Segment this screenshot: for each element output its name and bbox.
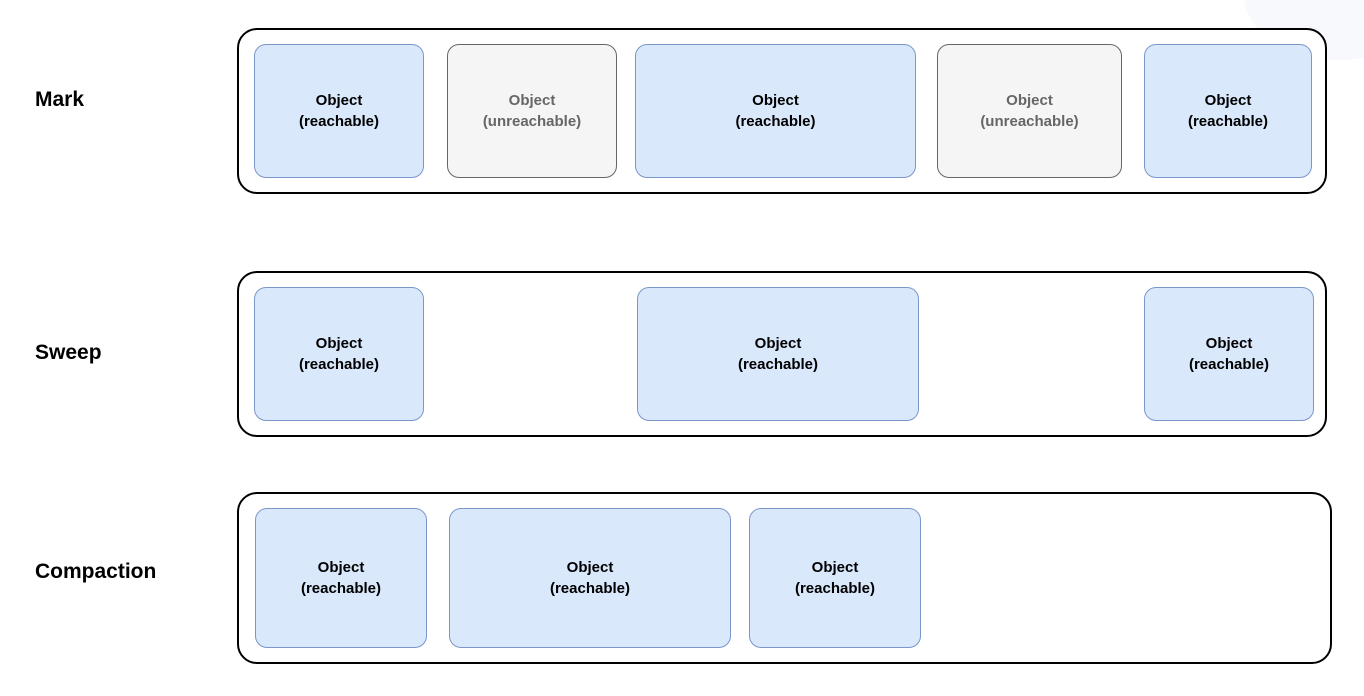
object-box-reachable: Object (reachable) (1144, 44, 1312, 178)
object-box-reachable: Object (reachable) (635, 44, 916, 178)
object-box-unreachable: Object (unreachable) (937, 44, 1122, 178)
heap-container-compaction: Object (reachable) Object (reachable) Ob… (237, 492, 1332, 664)
object-box-title: Object (315, 335, 363, 352)
object-box-state: (unreachable) (482, 113, 582, 130)
object-box-title: Object (1205, 335, 1253, 352)
object-box-title: Object (752, 92, 799, 109)
object-box-reachable: Object (reachable) (254, 44, 424, 178)
object-box-reachable: Object (reachable) (449, 508, 731, 648)
object-box-state: (reachable) (737, 356, 819, 373)
heap-container-sweep: Object (reachable) Object (reachable) Ob… (237, 271, 1327, 437)
object-box-title: Object (317, 559, 365, 576)
object-box-title: Object (566, 559, 614, 576)
phase-label-mark: Mark (35, 88, 85, 111)
object-box-title: Object (508, 92, 556, 109)
object-box-unreachable: Object (unreachable) (447, 44, 617, 178)
object-box-title: Object (1204, 92, 1252, 109)
object-box-state: (reachable) (300, 580, 382, 597)
object-box-state: (reachable) (735, 113, 816, 130)
object-box-state: (reachable) (1188, 356, 1270, 373)
object-box-state: (reachable) (1187, 113, 1269, 130)
object-box-state: (reachable) (794, 580, 876, 597)
object-box-title: Object (811, 559, 859, 576)
object-box-state: (reachable) (298, 113, 380, 130)
heap-container-mark: Object (reachable) Object (unreachable) … (237, 28, 1327, 194)
object-box-reachable: Object (reachable) (749, 508, 921, 648)
object-box-state: (reachable) (549, 580, 631, 597)
object-box-title: Object (1006, 92, 1053, 109)
object-box-state: (unreachable) (980, 113, 1079, 130)
object-box-title: Object (754, 335, 802, 352)
object-box-reachable: Object (reachable) (1144, 287, 1314, 421)
phase-label-sweep: Sweep (35, 341, 102, 364)
object-box-title: Object (315, 92, 363, 109)
object-box-reachable: Object (reachable) (637, 287, 919, 421)
object-box-state: (reachable) (298, 356, 380, 373)
phase-label-compaction: Compaction (35, 560, 157, 583)
object-box-reachable: Object (reachable) (254, 287, 424, 421)
object-box-reachable: Object (reachable) (255, 508, 427, 648)
